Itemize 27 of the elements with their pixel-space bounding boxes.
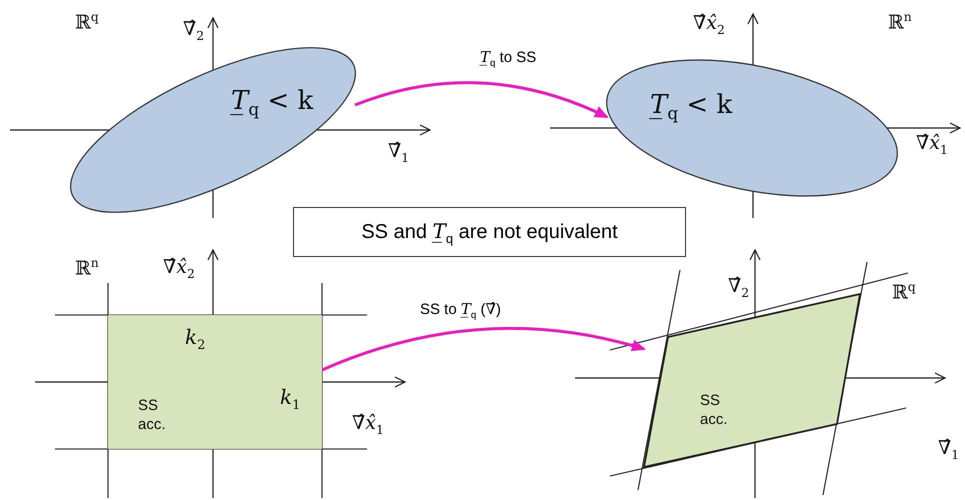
curved-arrow	[321, 326, 646, 372]
axis-label: ∇̂x̂$_{1}$	[916, 132, 948, 157]
axis-label: ∇̂x̂$_{2}$	[693, 12, 725, 37]
bound-label: k$_{2}$	[185, 325, 206, 353]
region-label: SS acc.	[138, 397, 167, 434]
edge-label: SS to T̲$_{q}$ (∇̂)	[418, 300, 503, 321]
space-label: ℝ$^{n}$	[75, 256, 99, 280]
statement-text: SS and T̲$_{q}$ are not equivalent	[361, 218, 618, 246]
ellipse-region	[607, 60, 897, 196]
space-label: ℝ$^{n}$	[888, 10, 912, 34]
edge-label: T̲$_{q}$ to SS	[478, 48, 538, 69]
inequality-label: T̲$_{q}$ < k	[650, 90, 732, 124]
region-label: SS acc.	[700, 392, 729, 430]
axis-label: ∇̂$_{1}$	[388, 140, 410, 165]
axis-label: ∇̂$_{1}$	[938, 437, 960, 462]
axis-label: ∇̂$_{2}$	[728, 275, 750, 300]
axis-label: ∇̂$_{2}$	[183, 18, 204, 43]
text-box	[293, 207, 686, 257]
space-label: ℝ$^{q}$	[75, 10, 99, 34]
axis-label: ∇̂x̂$_{2}$	[163, 256, 195, 281]
axis-label: ∇̂x̂$_{1}$	[352, 412, 384, 437]
curved-arrow	[354, 81, 609, 118]
inequality-label: T̲$_{q}$ < k	[231, 86, 314, 120]
rectangle-region	[108, 315, 322, 449]
ellipse-region	[71, 48, 355, 212]
space-label: ℝ$^{q}$	[892, 280, 916, 304]
bound-label: k$_{1}$	[280, 385, 300, 413]
